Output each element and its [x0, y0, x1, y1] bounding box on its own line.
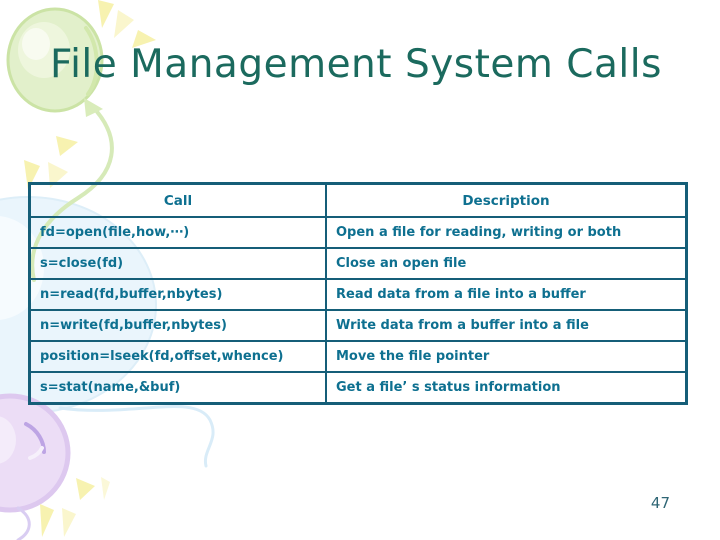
purple-balloon-icon [0, 393, 71, 540]
call-cell: fd=open(file,how,⋯) [40, 225, 190, 240]
call-cell: position=lseek(fd,offset,whence) [40, 349, 284, 364]
description-cell: Read data from a file into a buffer [325, 280, 685, 309]
call-cell: s=stat(name,&buf) [40, 380, 181, 395]
description-cell: Write data from a buffer into a file [325, 311, 685, 340]
call-cell: s=close(fd) [40, 256, 124, 271]
table-header-description: Description [325, 185, 685, 216]
table-header-call: Call [163, 192, 193, 209]
table-row: s=stat(name,&buf) Get a file’ s status i… [31, 371, 685, 402]
slide-title: File Management System Calls [50, 42, 662, 87]
description-cell: Close an open file [325, 249, 685, 278]
description-cell: Open a file for reading, writing or both [325, 218, 685, 247]
table-row: n=write(fd,buffer,nbytes) Write data fro… [31, 309, 685, 340]
description-cell: Move the file pointer [325, 342, 685, 371]
call-cell: n=write(fd,buffer,nbytes) [40, 318, 227, 333]
sparkle-icon [40, 477, 110, 537]
table-row: n=read(fd,buffer,nbytes) Read data from … [31, 278, 685, 309]
table-row: s=close(fd) Close an open file [31, 247, 685, 278]
description-cell: Get a file’ s status information [325, 373, 685, 402]
table-header-row: Call Description [31, 185, 685, 216]
page-number: 47 [650, 494, 670, 512]
sparkle-icon [98, 0, 156, 48]
table-row: fd=open(file,how,⋯) Open a file for read… [31, 216, 685, 247]
syscalls-table: Call Description fd=open(file,how,⋯) Ope… [28, 182, 688, 405]
table-row: position=lseek(fd,offset,whence) Move th… [31, 340, 685, 371]
call-cell: n=read(fd,buffer,nbytes) [40, 287, 223, 302]
